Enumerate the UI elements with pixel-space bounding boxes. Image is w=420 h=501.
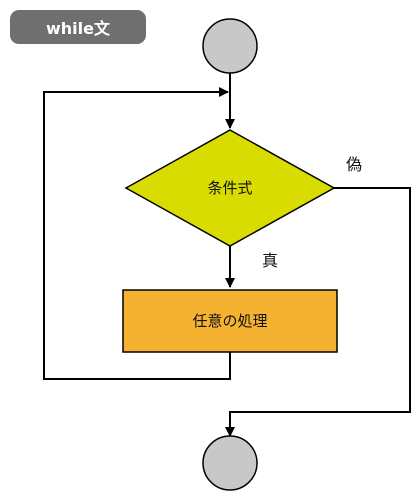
start-terminal <box>202 18 258 74</box>
end-terminal <box>202 435 258 491</box>
process-label: 任意の処理 <box>192 312 267 330</box>
false-label: 偽 <box>346 155 362 174</box>
title-badge: while文 <box>10 10 146 44</box>
true-label: 真 <box>262 251 278 270</box>
edge-loop-back <box>43 87 231 380</box>
edge-false <box>225 187 411 437</box>
condition-label: 条件式 <box>207 179 252 197</box>
process-box <box>122 289 338 353</box>
